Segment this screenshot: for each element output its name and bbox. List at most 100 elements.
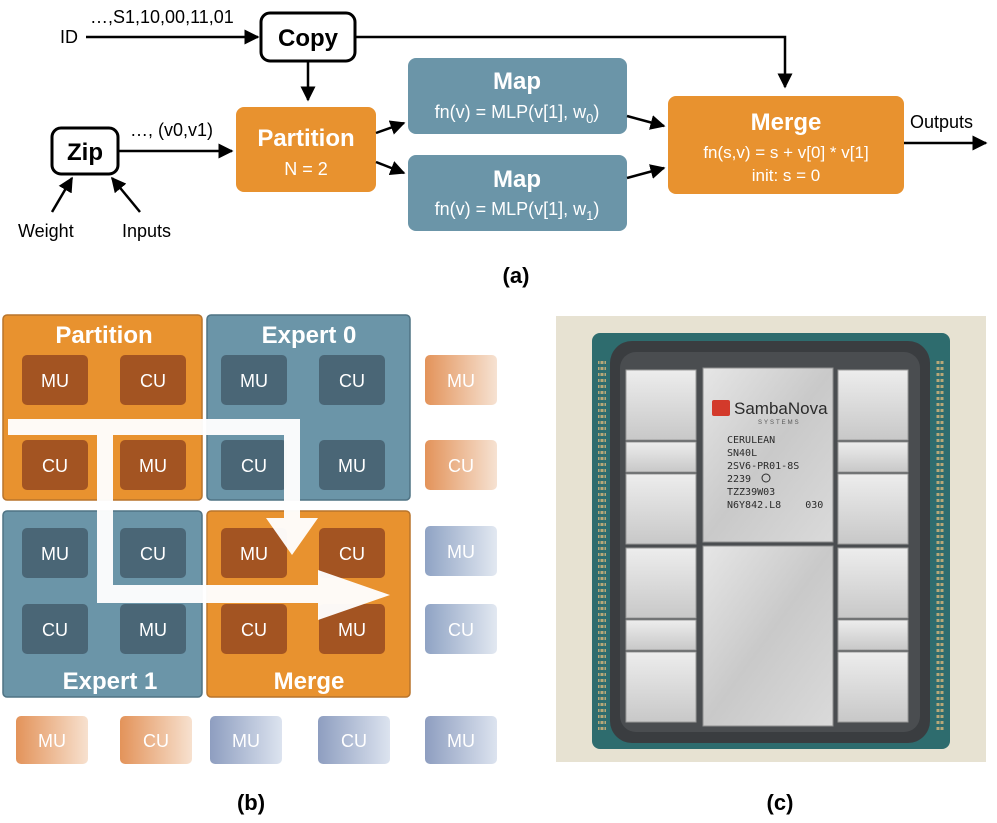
unit-mu <box>120 604 186 654</box>
hbm-left-4 <box>625 547 697 619</box>
unit-label: CU <box>241 620 267 640</box>
unit-mu <box>22 355 88 405</box>
outputs-label: Outputs <box>910 112 973 132</box>
caption-a: (a) <box>503 263 530 288</box>
unit-label: CU <box>339 544 365 564</box>
chip-marking: SN40L <box>727 448 757 459</box>
map1-title: Map <box>493 166 541 193</box>
inputs-label: Inputs <box>122 221 171 241</box>
unit-label: MU <box>240 371 268 391</box>
partition-node <box>236 107 376 192</box>
unit-label: MU <box>41 371 69 391</box>
id-label: ID <box>60 27 78 47</box>
partition-sub: N = 2 <box>284 159 328 179</box>
unit-cu <box>120 528 186 578</box>
unit-mu <box>221 355 287 405</box>
unit-cu <box>425 604 497 654</box>
unit-label: CU <box>42 456 68 476</box>
unit-label: MU <box>447 731 475 751</box>
hbm-left-1 <box>625 369 697 441</box>
map0-to-merge-arrow <box>626 114 666 130</box>
unit-cu <box>120 355 186 405</box>
partition-title: Partition <box>257 125 354 152</box>
brand-subtext: SYSTEMS <box>758 420 801 426</box>
unit-label: MU <box>447 542 475 562</box>
unit-label: MU <box>139 456 167 476</box>
unit-mu <box>120 440 186 490</box>
unit-label: CU <box>143 731 169 751</box>
unit-label: CU <box>241 456 267 476</box>
hbm-right-5 <box>837 619 909 651</box>
unit-mu <box>319 604 385 654</box>
merge-init: init: s = 0 <box>752 166 821 185</box>
main-die-top <box>702 367 834 543</box>
map0-node <box>408 58 627 134</box>
map1-to-merge-arrow <box>626 164 666 180</box>
unit-mu <box>221 528 287 578</box>
chip-marking: 2SV6-PR01-8S <box>727 461 799 472</box>
merge-region-label: Merge <box>274 668 345 695</box>
expert0-region-label: Expert 0 <box>262 322 357 349</box>
copy-to-merge-arrow <box>355 35 793 89</box>
unit-label: CU <box>140 371 166 391</box>
pin-row-right <box>936 360 944 730</box>
unit-label: MU <box>139 620 167 640</box>
unit-mu <box>425 526 497 576</box>
hbm-left-5 <box>625 619 697 651</box>
unit-cu <box>22 604 88 654</box>
unit-label: MU <box>240 544 268 564</box>
id-stream: …,S1,10,00,11,01 <box>90 7 234 27</box>
caption-c: (c) <box>767 790 794 815</box>
unit-label: CU <box>339 371 365 391</box>
unit-label: MU <box>41 544 69 564</box>
main-die-bottom <box>702 545 834 727</box>
map0-fn: fn(v) = MLP(v[1], w0) <box>435 102 600 126</box>
chip-marking: N6Y842.L8 030 <box>727 500 823 511</box>
recycle-icon <box>761 473 771 483</box>
unit-label: CU <box>448 456 474 476</box>
weight-arrow <box>50 176 74 213</box>
partition-to-map0-arrow <box>375 120 406 135</box>
inputs-arrow <box>111 176 141 213</box>
unit-mu <box>22 528 88 578</box>
sambanova-logo: SambaNova SYSTEMS <box>712 399 828 426</box>
unit-label: MU <box>38 731 66 751</box>
unit-cu <box>221 440 287 490</box>
hbm-right-4 <box>837 547 909 619</box>
panel-b: Partition Expert 0 Expert 1 Merge MU CU … <box>2 314 497 815</box>
chip-marking: 2239 <box>727 474 751 485</box>
unit-mu <box>210 716 282 764</box>
flow-arrow-expert1 <box>97 428 390 620</box>
unit-label: CU <box>448 620 474 640</box>
flow-arrow-expert0 <box>8 419 318 555</box>
unit-mu <box>16 716 88 764</box>
merge-fn: fn(s,v) = s + v[0] * v[1] <box>703 143 868 162</box>
hbm-right-1 <box>837 369 909 441</box>
partition-region-label: Partition <box>55 322 152 349</box>
unit-label: MU <box>447 371 475 391</box>
weight-label: Weight <box>18 221 74 241</box>
expert1-region-label: Expert 1 <box>63 668 158 695</box>
hbm-left-6 <box>625 651 697 723</box>
hbm-right-3 <box>837 473 909 545</box>
hbm-left-2 <box>625 441 697 473</box>
unit-mu <box>425 355 497 405</box>
unit-label: MU <box>232 731 260 751</box>
panel-a: ID …,S1,10,00,11,01 Copy Zip Weight Inpu… <box>18 7 988 288</box>
unit-label: MU <box>338 456 366 476</box>
chip-marking: TZZ39W03 <box>727 487 775 498</box>
zip-label: Zip <box>67 139 103 166</box>
merge-title: Merge <box>751 109 822 136</box>
unit-cu <box>221 604 287 654</box>
pin-row-left <box>598 360 606 730</box>
copy-label: Copy <box>278 25 339 52</box>
unit-cu <box>319 528 385 578</box>
map1-node <box>408 155 627 231</box>
unit-mu <box>425 716 497 764</box>
caption-b: (b) <box>237 790 265 815</box>
unit-cu <box>319 355 385 405</box>
map1-fn: fn(v) = MLP(v[1], w1) <box>435 199 600 223</box>
unit-label: CU <box>42 620 68 640</box>
chip-marking: CERULEAN <box>727 435 775 446</box>
